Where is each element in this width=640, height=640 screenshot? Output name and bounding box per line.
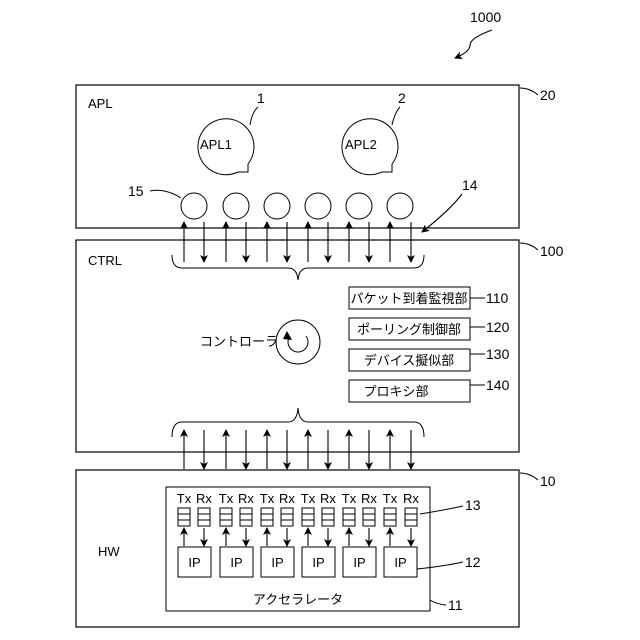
- accelerator-ref: 11: [448, 597, 463, 613]
- app-apl2-ref: 2: [398, 90, 406, 106]
- ip-label: IP: [271, 555, 283, 570]
- function-label: デバイス擬似部: [364, 353, 455, 368]
- function-ref: 120: [486, 319, 510, 335]
- rx-label: Rx: [320, 491, 336, 506]
- queues-ref: 13: [465, 497, 481, 513]
- function-block-140: プロキシ部 140: [349, 377, 510, 402]
- tx-label: Tx: [383, 491, 398, 506]
- controller-loop-icon: [276, 320, 320, 364]
- app-apl1-ref: 1: [257, 90, 265, 106]
- bottom-brace: [172, 408, 424, 437]
- top-brace: [172, 255, 424, 280]
- function-label: プロキシ部: [363, 384, 428, 399]
- ip-block: IP: [384, 547, 417, 577]
- app-apl1-label: APL1: [200, 137, 232, 152]
- figure-ref: 1000: [470, 9, 501, 25]
- arrows-ref-leader: [422, 194, 462, 232]
- function-block-110: パケット到着監視部 110: [349, 287, 509, 309]
- ip-label: IP: [353, 555, 365, 570]
- queue-circle: [387, 193, 413, 219]
- queue-ip-arrows: [184, 528, 411, 546]
- function-ref: 140: [486, 377, 510, 393]
- rx-label: Rx: [196, 491, 212, 506]
- queue-circle: [181, 193, 207, 219]
- ctrl-layer: CTRL 100 コントローラ パケット到着監視部 110 ポーリング制御部 1…: [76, 240, 564, 452]
- function-label: パケット到着監視部: [350, 291, 467, 306]
- queue-ref: 15: [128, 183, 144, 199]
- ip-label: IP: [188, 555, 200, 570]
- queue-stack: [405, 508, 417, 526]
- hw-layer: HW 10 アクセラレータ 11 Tx Rx Tx Rx Tx Rx Tx Rx…: [76, 470, 556, 627]
- app-apl2: APL2 2: [342, 90, 406, 175]
- queue-circle: [223, 193, 249, 219]
- ctrl-label: CTRL: [88, 253, 122, 268]
- hw-label: HW: [98, 544, 120, 559]
- tx-label: Tx: [342, 491, 357, 506]
- queue-circles: [181, 193, 413, 219]
- ip-block: IP: [261, 547, 294, 577]
- tx-label: Tx: [260, 491, 275, 506]
- figure-ref-leader: [455, 30, 492, 58]
- tx-label: Tx: [177, 491, 192, 506]
- accelerator-label: アクセラレータ: [253, 592, 343, 607]
- ctrl-hw-arrows: [184, 430, 411, 469]
- ip-block: IP: [178, 547, 211, 577]
- queue-stack: [322, 508, 334, 526]
- ip-blocks: IP IP IP IP IP IP: [178, 547, 417, 577]
- queue-stack: [302, 508, 314, 526]
- ip-label: IP: [312, 555, 324, 570]
- hw-queues: [178, 508, 417, 526]
- queue-stack: [240, 508, 252, 526]
- function-ref: 110: [486, 290, 509, 306]
- rx-label: Rx: [361, 491, 377, 506]
- hw-ref: 10: [540, 473, 556, 489]
- function-block-130: デバイス擬似部 130: [349, 346, 510, 371]
- queue-circle: [305, 193, 331, 219]
- rx-label: Rx: [279, 491, 295, 506]
- ip-ref: 12: [465, 554, 481, 570]
- ip-label: IP: [230, 555, 242, 570]
- rx-label: Rx: [403, 491, 419, 506]
- function-label: ポーリング制御部: [357, 322, 461, 337]
- queue-stack: [220, 508, 232, 526]
- queue-stack: [198, 508, 210, 526]
- queue-stack: [384, 508, 396, 526]
- arrows-ref: 14: [462, 177, 478, 193]
- queue-stack: [363, 508, 375, 526]
- apl-ref: 20: [540, 87, 556, 103]
- ip-label: IP: [394, 555, 406, 570]
- queue-stack: [261, 508, 273, 526]
- ip-block: IP: [343, 547, 376, 577]
- apl-layer: APL 20 APL1 1 APL2 2 15: [76, 85, 556, 228]
- queue-stack: [343, 508, 355, 526]
- app-apl2-label: APL2: [345, 137, 377, 152]
- ip-block: IP: [220, 547, 253, 577]
- rx-label: Rx: [238, 491, 254, 506]
- tx-label: Tx: [219, 491, 234, 506]
- app-apl1: APL1 1: [198, 90, 265, 175]
- function-block-120: ポーリング制御部 120: [349, 318, 510, 340]
- function-ref: 130: [486, 346, 510, 362]
- queue-circle: [264, 193, 290, 219]
- ip-block: IP: [302, 547, 335, 577]
- queue-stack: [281, 508, 293, 526]
- queue-circle: [346, 193, 372, 219]
- ctrl-ref: 100: [540, 243, 564, 259]
- apl-label: APL: [88, 96, 113, 111]
- tx-label: Tx: [301, 491, 316, 506]
- queue-stack: [178, 508, 190, 526]
- txrx-labels: Tx Rx Tx Rx Tx Rx Tx Rx Tx Rx Tx Rx: [177, 491, 420, 506]
- controller-label: コントローラ: [200, 334, 278, 349]
